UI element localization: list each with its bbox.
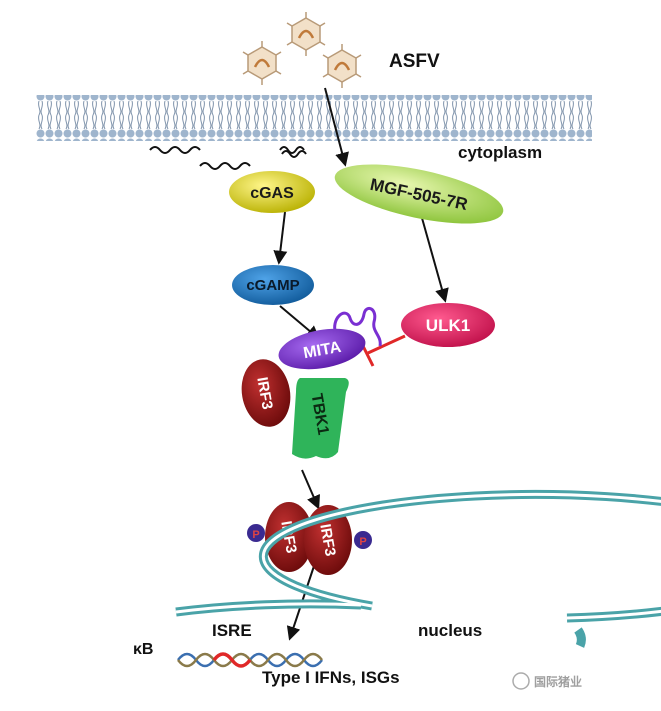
- arrow-asfv-to-mgf: [324, 87, 349, 167]
- nucleus-label: nucleus: [418, 621, 482, 640]
- irf3-node: [241, 359, 291, 427]
- kb-label: κB: [133, 641, 153, 658]
- cytoplasm-label: cytoplasm: [458, 143, 542, 162]
- inhibition-ulk1-mita: [359, 334, 406, 367]
- phospho-left-label: P: [252, 529, 259, 541]
- cgamp-label: cGAMP: [246, 277, 299, 294]
- isre-label: ISRE: [212, 621, 252, 640]
- cell-membrane: [36, 95, 592, 141]
- arrow-mgf-to-ulk1: [421, 217, 449, 303]
- asfv-label: ASFV: [389, 51, 440, 72]
- irf3-dimer-right-label: IRF3: [316, 523, 338, 558]
- virion-icon: [322, 44, 362, 88]
- cgas-label: cGAS: [250, 185, 294, 202]
- mita-transmembrane-icon: [333, 306, 382, 347]
- virion-icon: [242, 41, 282, 85]
- arrow-cgas-to-cgamp: [273, 211, 288, 265]
- arrow-tbk1-to-irf3-dimer: [301, 469, 320, 510]
- mita-label: MITA: [302, 339, 343, 362]
- dna-helix-icon: [177, 652, 323, 668]
- nucleus-envelope-inner: [175, 492, 661, 620]
- virion-icon: [286, 12, 326, 56]
- ulk1-label: ULK1: [426, 316, 470, 335]
- cgamp-node: [232, 265, 314, 305]
- phospho-right-label: P: [359, 536, 366, 548]
- irf3-dimer-left-node: [265, 502, 313, 572]
- asfv-virus-cluster: [242, 12, 362, 88]
- ulk1-node: [401, 303, 495, 347]
- wechat-icon: [512, 672, 530, 690]
- irf3-label: IRF3: [253, 376, 275, 411]
- mgf-505-7r-node: [334, 164, 504, 224]
- phospho-left-icon: [247, 524, 265, 542]
- output-label: Type I IFNs, ISGs: [262, 668, 400, 687]
- cytosolic-dna-icon: [149, 146, 307, 170]
- phospho-right-icon: [354, 531, 372, 549]
- tbk1-node: [292, 378, 349, 459]
- watermark-label: 国际猪业: [534, 674, 582, 689]
- mita-node: [278, 328, 366, 370]
- arrow-irf3-to-nucleus: [286, 559, 317, 641]
- cgas-node: [229, 171, 315, 213]
- wechat-watermark: 国际猪业: [512, 672, 582, 690]
